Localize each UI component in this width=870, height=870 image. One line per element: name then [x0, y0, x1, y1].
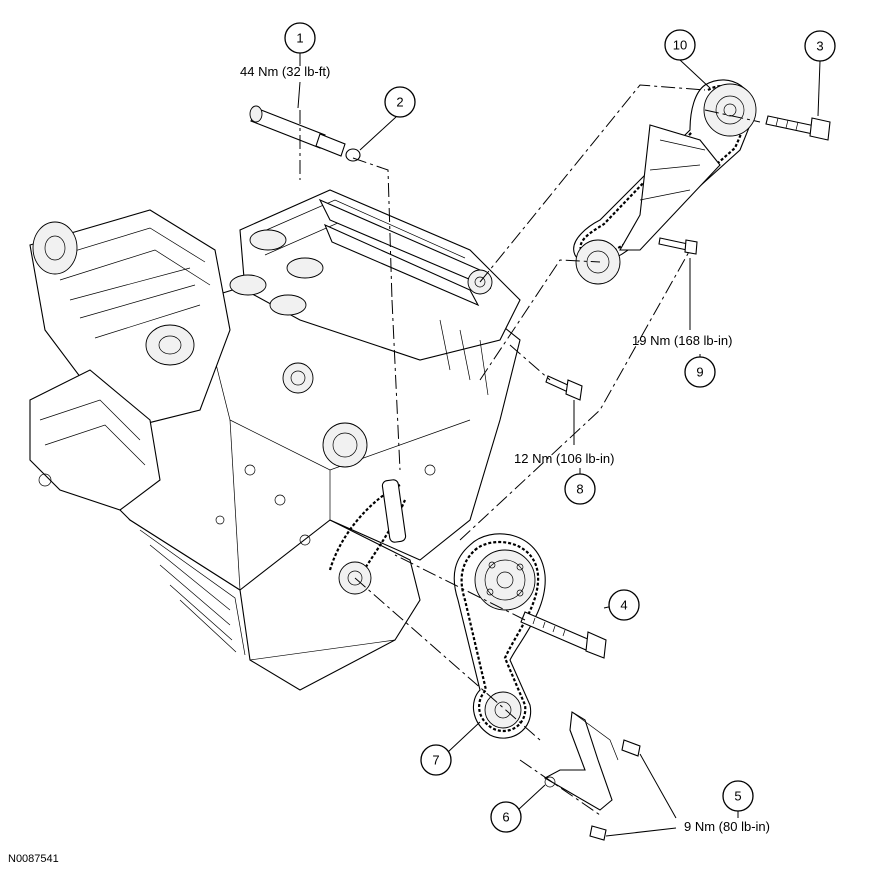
- torque-spec-9: 19 Nm (168 lb-in): [632, 333, 732, 348]
- callout-4: 4: [608, 589, 640, 621]
- callout-1: 1: [284, 22, 316, 54]
- svg-text:6: 6: [502, 810, 509, 825]
- callout-2: 2: [384, 86, 416, 118]
- callout-6: 6: [490, 801, 522, 833]
- torque-spec-5: 9 Nm (80 lb-in): [684, 819, 770, 834]
- callout-3: 3: [804, 30, 836, 62]
- alignment-lines: [299, 84, 761, 816]
- torque-spec-1: 44 Nm (32 lb-ft): [240, 64, 330, 79]
- bolt-4: [520, 611, 607, 659]
- svg-text:5: 5: [734, 789, 741, 804]
- svg-text:10: 10: [673, 38, 687, 53]
- bolt-8: [545, 375, 583, 401]
- torque-spec-8: 12 Nm (106 lb-in): [514, 451, 614, 466]
- callout-leaders: [297, 53, 821, 837]
- timing-chain-7: [453, 533, 546, 739]
- bolt-3: [765, 115, 831, 141]
- svg-text:8: 8: [576, 482, 583, 497]
- svg-text:9: 9: [696, 365, 703, 380]
- svg-text:1: 1: [296, 31, 303, 46]
- sensor-1: [249, 105, 346, 157]
- callout-5: 5: [722, 780, 754, 812]
- engine-block: [29, 189, 521, 691]
- callout-7: 7: [420, 744, 452, 776]
- primary-timing-chain: [328, 479, 407, 595]
- callout-8: 8: [564, 473, 596, 505]
- svg-text:2: 2: [396, 95, 403, 110]
- o-ring-2: [345, 148, 361, 162]
- svg-text:4: 4: [620, 598, 627, 613]
- callout-9: 9: [684, 356, 716, 388]
- figure-id: N0087541: [8, 853, 59, 865]
- timing-chain-10: [573, 79, 757, 285]
- chain-guide-6: [543, 711, 641, 841]
- svg-text:7: 7: [432, 753, 439, 768]
- svg-text:3: 3: [816, 39, 823, 54]
- callout-10: 10: [664, 29, 696, 61]
- bolt-9: [658, 237, 698, 255]
